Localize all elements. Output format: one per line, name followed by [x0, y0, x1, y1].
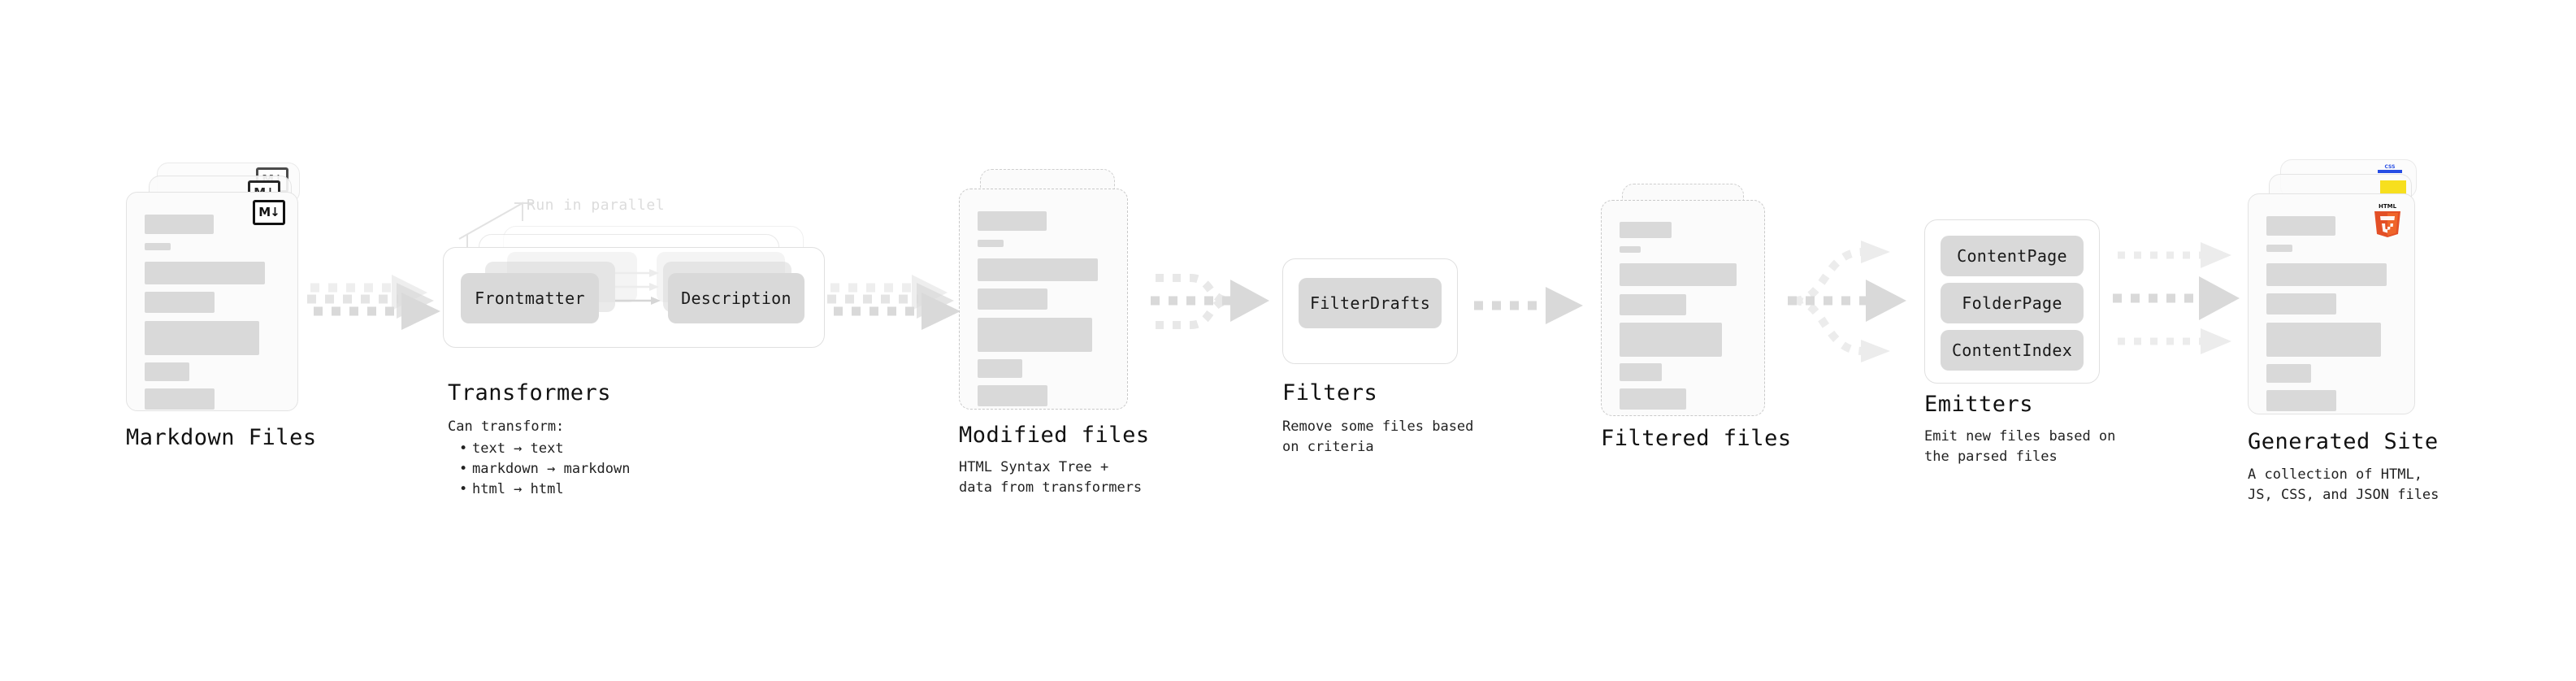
- site-card-placeholder-lines: [2249, 194, 2414, 414]
- modified-files-title: Modified files: [959, 423, 1150, 448]
- emitters-subtitle: Emit new files based on the parsed files: [1924, 428, 2116, 465]
- markdown-card-placeholder-lines: [127, 193, 297, 410]
- emitters-title: Emitters: [1924, 392, 2034, 417]
- markdown-icon: M↓: [253, 200, 285, 225]
- transformers-bullet-1: •markdown → markdown: [459, 461, 631, 477]
- modified-files-subtitle: HTML Syntax Tree + data from transformer…: [959, 459, 1143, 496]
- filtered-files-title: Filtered files: [1601, 426, 1792, 451]
- connector-emitters-to-site: [2113, 234, 2259, 364]
- run-in-parallel-bracket: [458, 202, 534, 249]
- transformer-pill-description[interactable]: Description: [668, 273, 804, 323]
- filters-title: Filters: [1282, 380, 1378, 406]
- transformers-group: Run in parallel Frontmatter Description: [443, 192, 825, 354]
- transformers-subtitle: Can transform:: [448, 419, 565, 435]
- filters-subtitle: Remove some files based on criteria: [1282, 419, 1474, 455]
- generated-site-title: Generated Site: [2248, 429, 2439, 454]
- emitters-pill-contentpage[interactable]: ContentPage: [1941, 236, 2084, 276]
- modified-card-placeholder-lines: [960, 189, 1127, 409]
- generated-site-card-stack: CSS HTML: [2248, 159, 2451, 427]
- filtered-files-card-stack: [1601, 184, 1788, 444]
- connector-filtered-to-emitters: [1788, 241, 1926, 362]
- connector-transformers-to-modified: [827, 268, 974, 333]
- connector-filters-to-filtered: [1471, 284, 1593, 328]
- connector-modified-to-filters: [1146, 267, 1284, 336]
- transformers-bullet-0: •text → text: [459, 440, 564, 457]
- emitters-pill-contentindex[interactable]: ContentIndex: [1941, 330, 2084, 371]
- filtered-card-placeholder-lines: [1602, 201, 1764, 415]
- run-in-parallel-label: Run in parallel: [527, 197, 666, 214]
- js-icon: [2380, 180, 2406, 194]
- transformers-title: Transformers: [448, 380, 612, 406]
- transformer-internal-arrows: [615, 269, 661, 305]
- html5-icon: HTML: [2371, 202, 2404, 238]
- modified-card-front: [959, 189, 1128, 410]
- markdown-files-card-stack: M↓ M↓ M↓: [126, 163, 313, 423]
- markdown-card-front: [126, 192, 298, 411]
- filters-pill-filterdrafts[interactable]: FilterDrafts: [1299, 278, 1442, 328]
- css-icon: CSS: [2378, 164, 2402, 177]
- transformers-bullet-2: •html → html: [459, 481, 564, 497]
- svg-text:HTML: HTML: [2379, 203, 2397, 210]
- generated-site-subtitle: A collection of HTML, JS, CSS, and JSON …: [2248, 466, 2439, 503]
- connector-markdown-to-transformers: [307, 268, 453, 333]
- filtered-card-front: [1601, 200, 1765, 416]
- transformers-bullets: •text → text •markdown → markdown •html …: [459, 439, 630, 500]
- transformer-pill-frontmatter[interactable]: Frontmatter: [461, 273, 599, 323]
- emitters-pill-folderpage[interactable]: FolderPage: [1941, 283, 2084, 323]
- markdown-files-title: Markdown Files: [126, 425, 317, 450]
- modified-files-card-stack: [959, 169, 1146, 437]
